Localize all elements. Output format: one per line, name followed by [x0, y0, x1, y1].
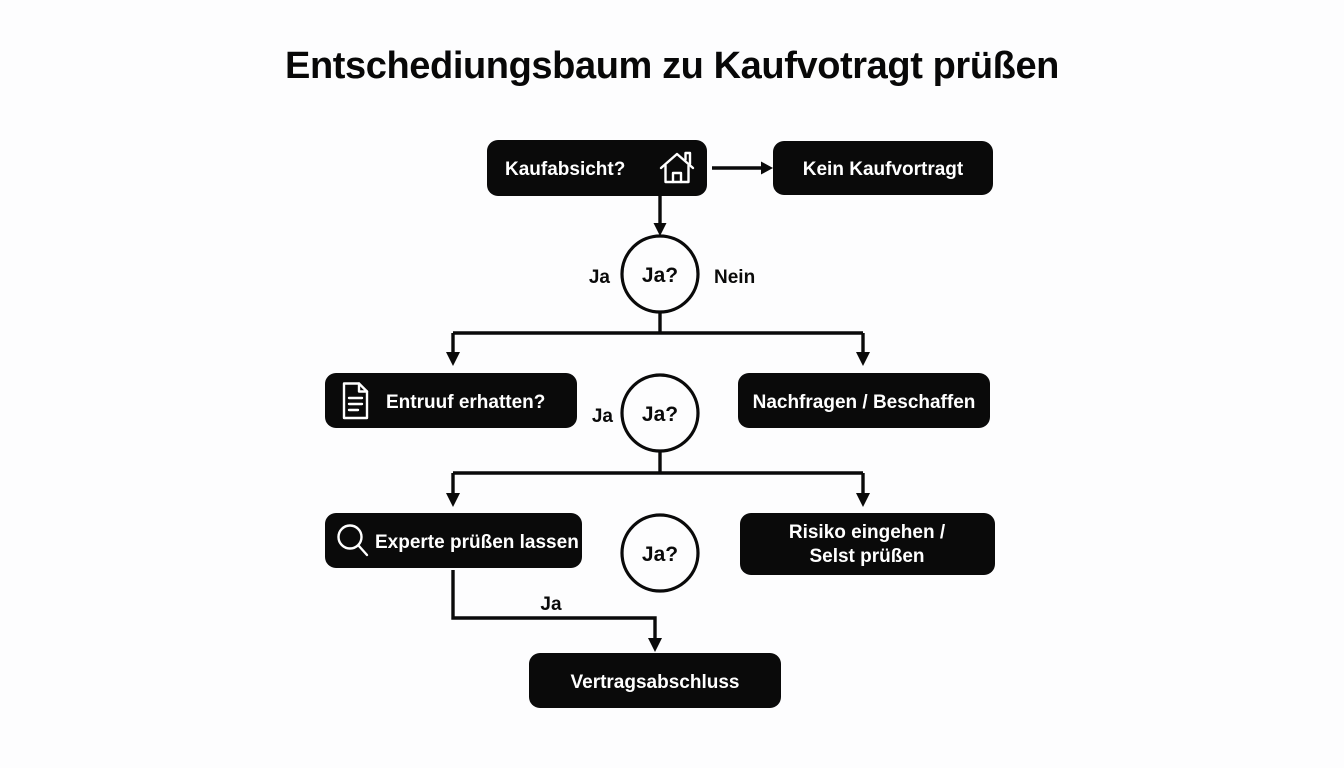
node-entruuf-erhatten-bg	[325, 373, 577, 428]
decision-node-2[interactable]: Ja?	[620, 373, 700, 453]
document-icon	[342, 382, 369, 420]
node-kaufabsicht-bg	[487, 140, 707, 196]
node-kein-kaufvortragt[interactable]: Kein Kaufvortragt	[773, 141, 993, 195]
arrowhead-expert-to-final	[648, 638, 662, 652]
node-nachfragen-beschaffen-label: Nachfragen / Beschaffen	[753, 392, 976, 413]
node-kein-kaufvortragt-bg	[773, 141, 993, 195]
arrowhead-decision1-right	[856, 352, 870, 366]
node-nachfragen-beschaffen[interactable]: Nachfragen / Beschaffen	[738, 373, 990, 428]
arrowhead-decision1-left	[446, 352, 460, 366]
edge-label-ja-2: Ja	[592, 406, 614, 427]
node-entruuf-erhatten[interactable]: Entruuf erhatten?	[325, 373, 577, 428]
arrowhead-root-to-decision1	[653, 223, 667, 236]
decision-node-1[interactable]: Ja?	[620, 234, 700, 314]
node-risiko-eingehen[interactable]: Risiko eingehen / Selst prüßen	[740, 513, 995, 575]
decision-node-1-circle	[620, 234, 700, 314]
page-title: Entschediungsbaum zu Kaufvotragt prüßen	[285, 45, 1059, 87]
connector-expert-to-final	[451, 570, 657, 641]
node-experte-pruefen-label: Experte prüßen lassen	[375, 532, 579, 553]
node-risiko-eingehen-bg	[740, 513, 995, 575]
arrowhead-root-to-no	[761, 161, 773, 175]
arrowhead-decision2-left	[446, 493, 460, 507]
node-entruuf-erhatten-label: Entruuf erhatten?	[386, 392, 545, 413]
decision-node-3-circle	[620, 513, 700, 593]
decision-node-2-circle	[620, 373, 700, 453]
node-experte-pruefen[interactable]: Experte prüßen lassen	[325, 513, 582, 568]
decision-node-3[interactable]: Ja?	[620, 513, 700, 593]
node-risiko-eingehen-label-line1: Risiko eingehen /	[789, 522, 946, 543]
node-risiko-eingehen-label-line2: Selst prüßen	[809, 546, 924, 567]
node-kaufabsicht[interactable]: Kaufabsicht?	[487, 140, 707, 196]
node-kaufabsicht-label: Kaufabsicht?	[505, 159, 625, 180]
decision-node-2-label: Ja?	[642, 403, 678, 426]
node-kein-kaufvortragt-label: Kein Kaufvortragt	[803, 159, 964, 180]
node-experte-pruefen-bg	[325, 513, 582, 568]
decision-node-1-label: Ja?	[642, 264, 678, 287]
edge-label-ja-1: Ja	[589, 267, 611, 288]
node-nachfragen-beschaffen-bg	[738, 373, 990, 428]
house-icon	[659, 151, 695, 184]
node-vertragsabschluss[interactable]: Vertragsabschluss	[529, 653, 781, 708]
search-icon	[337, 524, 369, 557]
edge-label-ja-3: Ja	[540, 594, 562, 615]
decision-node-3-label: Ja?	[642, 543, 678, 566]
node-vertragsabschluss-bg	[529, 653, 781, 708]
arrowhead-decision2-right	[856, 493, 870, 507]
edge-label-nein-1: Nein	[714, 267, 755, 288]
node-vertragsabschluss-label: Vertragsabschluss	[571, 672, 740, 693]
